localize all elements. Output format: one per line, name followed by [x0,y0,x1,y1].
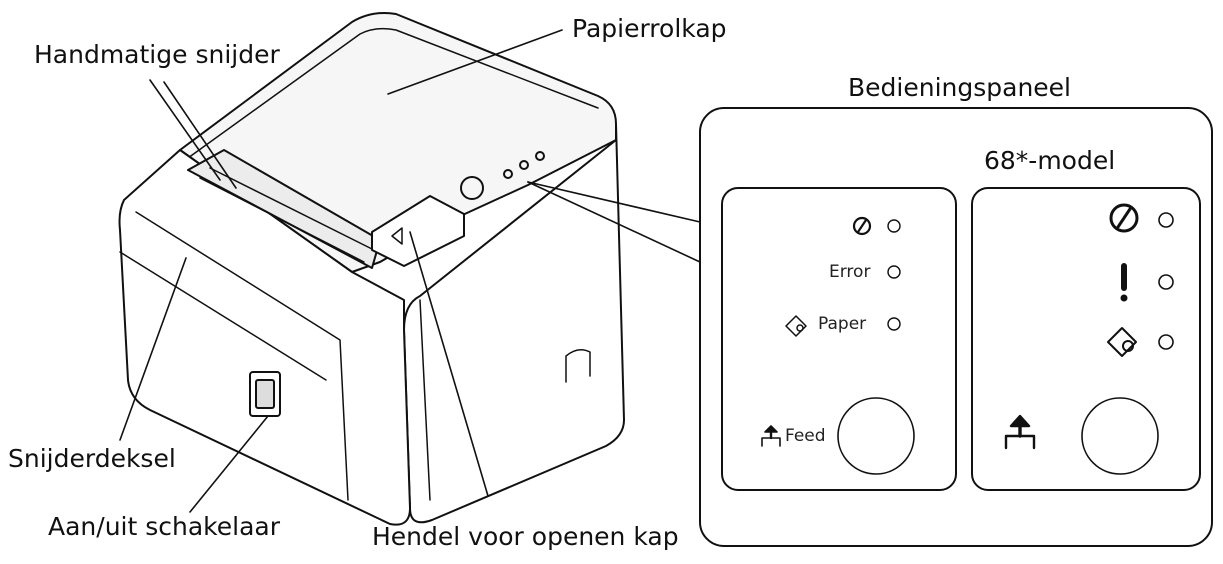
power-icon [1109,203,1139,233]
power-switch-rocker [255,379,275,409]
feed-icon [1004,414,1036,450]
control-panel-callout [699,107,1213,547]
panel-feed-label: Feed [785,426,826,446]
leader-papierrolkap [387,29,563,95]
printer-feed-button [460,176,484,200]
right-error-led [1158,274,1174,290]
panel-paper-label: Paper [818,314,867,334]
front-inner-edge [135,211,349,501]
right-feed-button [1081,397,1159,475]
cover-rim [187,27,599,159]
leader-aan-uit [189,415,269,513]
label-bedieningspaneel: Bedieningspaneel [848,73,1071,102]
front-seam [119,251,327,381]
callout-lines [119,29,701,513]
right-paper-led [1158,334,1174,350]
power-icon [852,216,872,236]
right-power-led [1158,212,1174,228]
left-error-led [887,265,901,279]
right-side-face [403,123,625,524]
panel-left-frame [721,187,957,491]
front-face [118,149,411,526]
panel-error-label: Error [829,262,871,282]
lever-arrow [391,227,403,245]
printer-illustration [118,12,625,526]
zoom-line-bottom [527,181,701,263]
cutter-blade-line [199,177,365,263]
left-feed-button [837,397,915,475]
error-icon [1120,263,1128,302]
leader-handmatige-snijder-2 [149,79,221,181]
right-side-inner [419,299,431,501]
leader-hendel [409,231,489,497]
label-aan-uit-schakelaar: Aan/uit schakelaar [48,512,280,541]
paper-icon [785,315,807,337]
label-68-model: 68*-model [984,146,1116,175]
cover-open-lever [371,195,465,267]
leader-snijderdeksel [119,257,187,441]
side-notch [565,349,591,383]
feed-icon [761,425,781,447]
cutter-blade-line-2 [209,167,375,251]
printer-led-2 [519,160,529,170]
left-power-led [887,219,901,233]
label-papierrolkap: Papierrolkap [572,14,727,43]
printer-led-3 [535,151,545,161]
left-paper-led [887,317,901,331]
leader-handmatige-snijder [163,81,237,189]
paper-icon [1107,327,1137,357]
zoom-line-top [527,181,701,223]
printer-led-1 [503,169,513,179]
panel-right-frame [971,187,1201,491]
label-hendel: Hendel voor openen kap [372,522,679,551]
label-handmatige-snijder: Handmatige snijder [34,40,280,69]
label-snijderdeksel: Snijderdeksel [8,444,176,473]
